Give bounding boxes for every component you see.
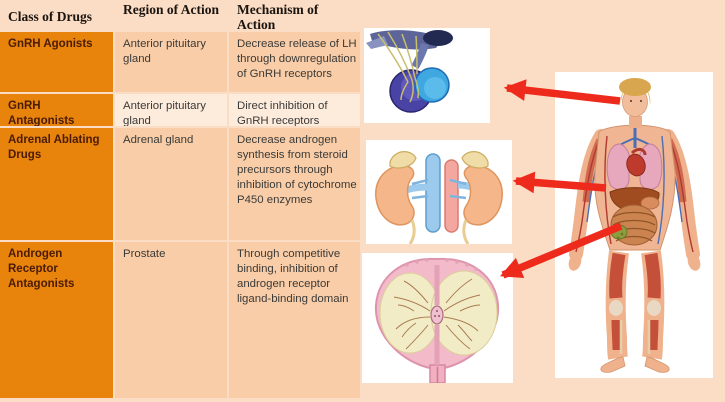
mechanism-cell-gnrh-agonists: Decrease release of LH through downregul…: [229, 32, 360, 92]
column-header-mechanism-of-action: Mechanism of Action: [237, 2, 319, 30]
mechanism-cell-gnrh-antagonists: Direct inhibition of GnRH receptors: [229, 94, 360, 126]
drug-class-cell-adrenal-ablating: Adrenal Ablating Drugs: [0, 128, 113, 240]
human-body-anatomy-icon: [568, 78, 701, 373]
drug-class-cell-gnrh-antagonists: GnRH Antagonists: [0, 94, 113, 126]
column-header-class-of-drugs: Class of Drugs: [8, 9, 93, 24]
body-figure: [555, 72, 713, 378]
pituitary-figure: [364, 28, 490, 123]
mechanism-cell-adrenal-ablating: Decrease androgen synthesis from steroid…: [229, 128, 360, 240]
region-cell-gnrh-antagonists: Anterior pituitary gland: [115, 94, 227, 126]
prostate-figure: [362, 253, 513, 383]
column-header-region-of-action: Region of Action: [123, 2, 219, 17]
kidneys-figure: [366, 140, 512, 244]
mechanism-cell-androgen-receptor: Through competitive binding, inhibition …: [229, 242, 360, 398]
region-cell-adrenal-ablating: Adrenal gland: [115, 128, 227, 240]
kidneys-adrenal-glands-icon: [375, 151, 503, 244]
region-cell-androgen-receptor: Prostate: [115, 242, 227, 398]
drug-class-cell-gnrh-agonists: GnRH Agonists: [0, 32, 113, 92]
region-cell-gnrh-agonists: Anterior pituitary gland: [115, 32, 227, 92]
drug-class-cell-androgen-receptor: Androgen Receptor Antagonists: [0, 242, 113, 398]
pituitary-gland-icon: [366, 30, 453, 113]
drug-table: Class of Drugs Region of Action Mechanis…: [0, 0, 360, 398]
prostate-icon: [374, 257, 500, 383]
